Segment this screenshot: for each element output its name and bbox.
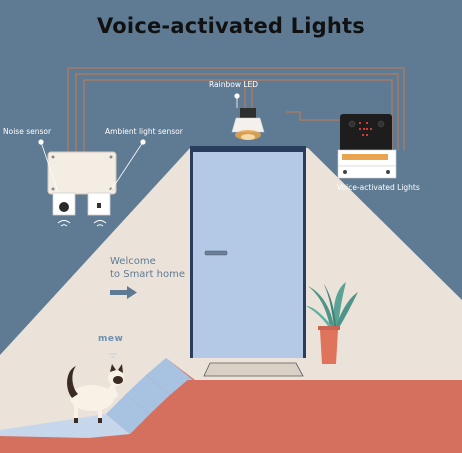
mew-sound-lines [109,353,117,358]
cat-sound-text: mew [98,334,124,344]
door-handle [204,250,228,256]
noise-sensor-label: Noise sensor [3,127,52,136]
welcome-text: Welcome to Smart home [110,255,185,281]
page-title: Voice-activated Lights [97,14,365,38]
rainbow-led-lamp [231,108,265,140]
rainbow-led-label: Rainbow LED [209,80,259,89]
voice-activated-lights-board [337,114,397,179]
voice-activated-lights-label: Voice-activated Lights [337,183,420,192]
label-pointers [38,93,240,193]
cat [67,364,124,423]
ambient-light-sensor-module [87,192,111,216]
ambient-light-sensor-label: Ambient light sensor [105,127,183,136]
noise-sensor-module [52,192,76,216]
potted-plant [306,282,358,364]
sensor-box [47,151,117,195]
doormat [203,362,304,377]
sensor-signal-icons [57,220,107,227]
wiring [67,67,405,153]
arrow-right-icon [110,286,137,299]
welcome-line-1: Welcome [110,256,156,267]
stairs [0,358,462,453]
welcome-line-2: to Smart home [110,269,185,280]
